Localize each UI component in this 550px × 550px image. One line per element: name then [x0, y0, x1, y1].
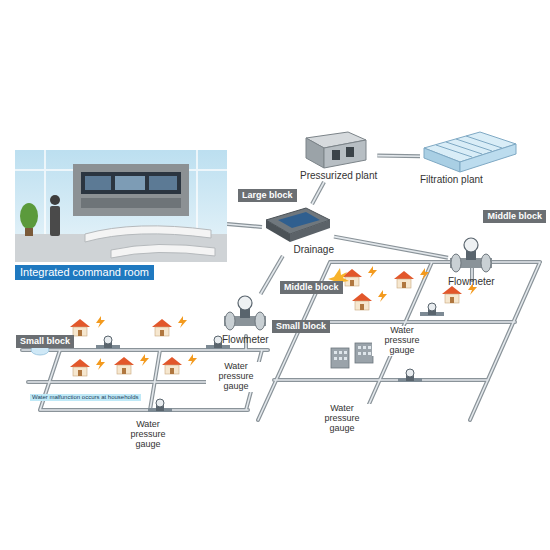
node-label: Filtration plant [420, 174, 520, 186]
gauge-label: Water pressure gauge [312, 404, 372, 434]
alert-bolt [140, 354, 149, 366]
note-label: Water malfunction occurs at households [30, 394, 141, 401]
alerts [31, 266, 477, 370]
block-tag: Small block [16, 335, 74, 348]
pipe-connector [227, 224, 262, 227]
node-label: Pressurized plant [300, 170, 377, 182]
alert-bolt [178, 316, 187, 328]
pipe-line [377, 155, 420, 157]
drain-illustration [262, 204, 334, 244]
block-tag: Middle block [280, 281, 343, 294]
pipe-grid [22, 262, 540, 420]
pressure-gauge-icon [96, 336, 120, 349]
pipe-line [334, 237, 448, 258]
plant-box: Pressurized plant [300, 128, 377, 182]
pipe-connector [334, 237, 448, 258]
house-icon [162, 357, 182, 374]
press-illustration [300, 128, 370, 170]
house-icon [70, 359, 90, 376]
alert-bolt [188, 354, 197, 366]
pipe-connector [377, 155, 420, 157]
flow-illustration [222, 294, 268, 334]
pipe-line [227, 224, 262, 227]
block-tag: Small block [272, 320, 330, 333]
filt-illustration [420, 128, 520, 174]
plant-box: Filtration plant [420, 128, 520, 186]
alert-bolt [96, 358, 105, 370]
building-icon [355, 343, 373, 363]
house-icon [342, 269, 362, 286]
node-label: Flowmeter [448, 276, 495, 288]
house-icon [442, 286, 462, 303]
gauge-label: Water pressure gauge [372, 326, 432, 356]
flowmeter-box: Flowmeter [222, 294, 269, 346]
alert-bolt [96, 316, 105, 328]
pressure-gauge-icon [420, 303, 444, 316]
gauges [96, 303, 444, 412]
gauge-label: Water pressure gauge [118, 420, 178, 450]
house-icon [352, 293, 372, 310]
pipe-line [377, 154, 420, 159]
node-label: Drainage [262, 244, 334, 256]
pipe-line [227, 224, 262, 227]
gauge-label: Water pressure gauge [206, 362, 266, 392]
room-illustration [15, 150, 227, 262]
pipe-connector [312, 182, 324, 204]
house-icon [152, 319, 172, 336]
block-tag: Large block [238, 189, 297, 202]
alert-bolt [368, 266, 377, 278]
pipe-line [312, 182, 324, 204]
flowmeter-box: Flowmeter [448, 236, 495, 288]
caption-bar: Integrated command room [15, 265, 154, 280]
alert-bolt [420, 268, 429, 280]
pressure-gauge-icon [148, 399, 172, 412]
drainage-box: Drainage [262, 204, 334, 256]
alert-bolt [378, 290, 387, 302]
flow-illustration [448, 236, 494, 276]
node-label: Flowmeter [222, 334, 269, 346]
pipe-line [334, 237, 448, 258]
house-icon [70, 319, 90, 336]
block-tag: Middle block [483, 210, 546, 223]
building-icon [331, 348, 349, 368]
pipe-line [312, 182, 324, 204]
house-icon [394, 271, 414, 288]
house-icon [114, 357, 134, 374]
command-room: Integrated command room [15, 150, 227, 280]
pressure-gauge-icon [398, 369, 422, 382]
